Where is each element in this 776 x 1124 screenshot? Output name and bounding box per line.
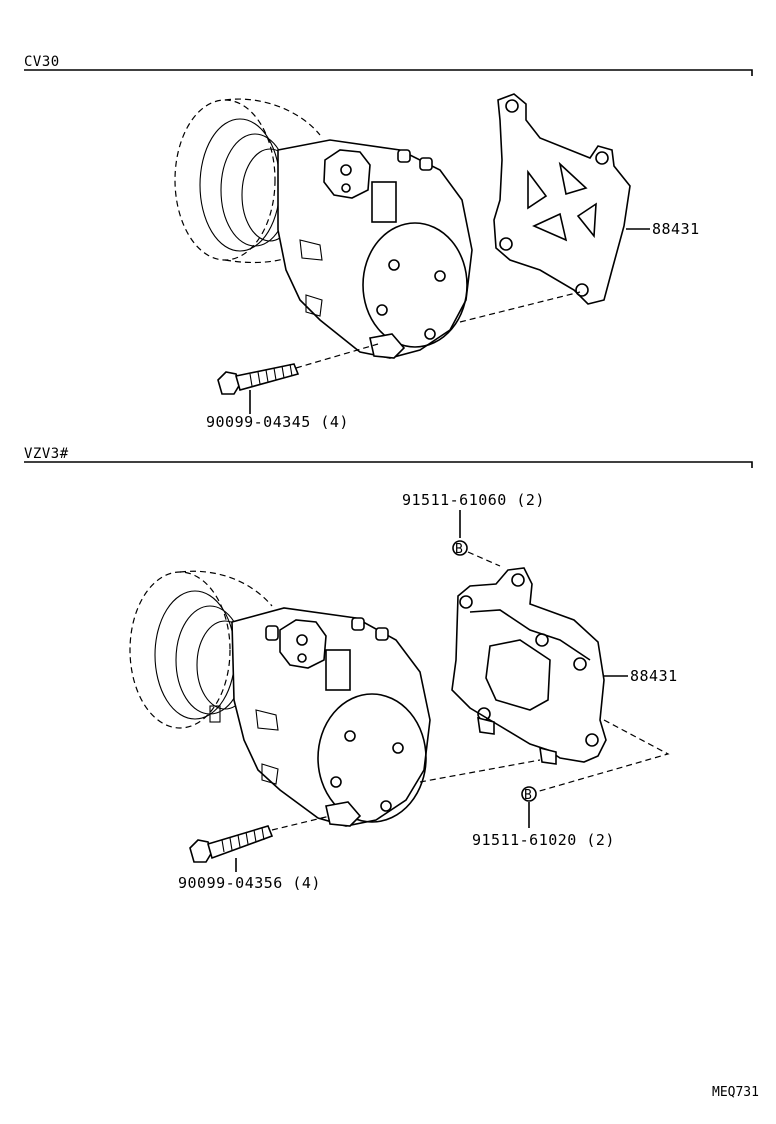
compressor-bracket-88431 (493, 93, 631, 305)
alignment-dashed-line (535, 719, 670, 793)
part-label-88431: 88431 (630, 667, 678, 685)
svg-text:B: B (524, 788, 532, 803)
section-divider-line (24, 69, 753, 76)
bolt-91511-61020: B (521, 786, 537, 803)
diagram-code: MEQ731 (712, 1085, 759, 1100)
bolt-91511-61060: B (452, 540, 468, 557)
bolt-90099-04345 (217, 363, 300, 395)
ac-compressor (174, 98, 473, 359)
part-label-90099-04356: 90099-04356 (4) (178, 874, 321, 892)
part-label-91511-61060: 91511-61060 (2) (402, 491, 545, 509)
section-divider-line (24, 461, 753, 468)
alignment-dashed-line (295, 343, 379, 369)
section-header-cv30: CV30 (24, 54, 60, 70)
svg-text:B: B (455, 542, 463, 557)
part-label-91511-61020: 91511-61020 (2) (472, 831, 615, 849)
alignment-dashed-line (419, 759, 541, 783)
section-vzv3: VZV3# 91511-61060 (2) B (24, 446, 753, 892)
bolt-90099-04356 (189, 825, 274, 863)
part-label-90099-04345: 90099-04345 (4) (206, 413, 349, 431)
alignment-dashed-line (459, 291, 581, 323)
section-cv30: CV30 (24, 54, 753, 431)
compressor-bracket-88431 (451, 567, 607, 765)
ac-compressor (129, 570, 431, 827)
section-header-vzv3: VZV3# (24, 446, 69, 462)
alignment-dashed-line (467, 551, 501, 567)
part-label-88431: 88431 (652, 220, 700, 238)
alignment-dashed-line (271, 815, 331, 831)
